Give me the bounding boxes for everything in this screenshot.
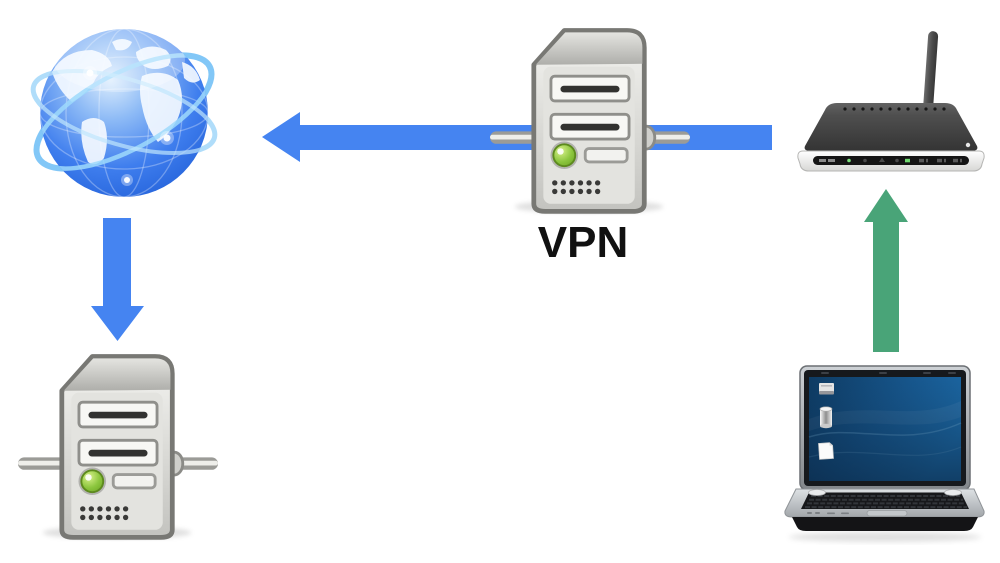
desktop-drive-icon bbox=[819, 383, 834, 395]
laptop-screen bbox=[808, 377, 962, 481]
router-vents bbox=[843, 107, 946, 111]
arrow-internet-to-destination bbox=[91, 218, 144, 341]
router-led-strip bbox=[813, 156, 969, 165]
router-corner-dot bbox=[965, 142, 971, 148]
desktop-cylinder-icon bbox=[819, 406, 833, 429]
laptop-hinge-right bbox=[944, 489, 962, 496]
laptop-icon bbox=[784, 365, 985, 542]
globe-gloss bbox=[53, 29, 185, 92]
vpn-server-icon bbox=[490, 22, 690, 218]
arrow-laptop-to-router bbox=[864, 189, 908, 352]
laptop-touchpad-button bbox=[866, 510, 908, 517]
laptop-front-ports bbox=[807, 512, 849, 515]
arrow-shape bbox=[91, 218, 144, 341]
laptop-shadow bbox=[789, 532, 981, 542]
desktop-document-icon bbox=[818, 442, 834, 460]
arrow-shape bbox=[864, 189, 908, 352]
vpn-label: VPN bbox=[537, 218, 629, 267]
globe-front-rings bbox=[40, 53, 208, 171]
router-leds bbox=[819, 157, 962, 163]
laptop-key-rows bbox=[805, 495, 967, 509]
router-top bbox=[804, 103, 978, 151]
laptop-bezel-dots bbox=[821, 372, 956, 374]
destination-server-icon bbox=[18, 346, 218, 546]
router-antenna bbox=[923, 31, 939, 110]
laptop-bottom bbox=[792, 517, 978, 531]
wireless-router-icon bbox=[797, 31, 985, 172]
globe-glints bbox=[83, 66, 174, 186]
laptop-hinge-left bbox=[808, 489, 826, 496]
globe-icon bbox=[30, 29, 218, 197]
